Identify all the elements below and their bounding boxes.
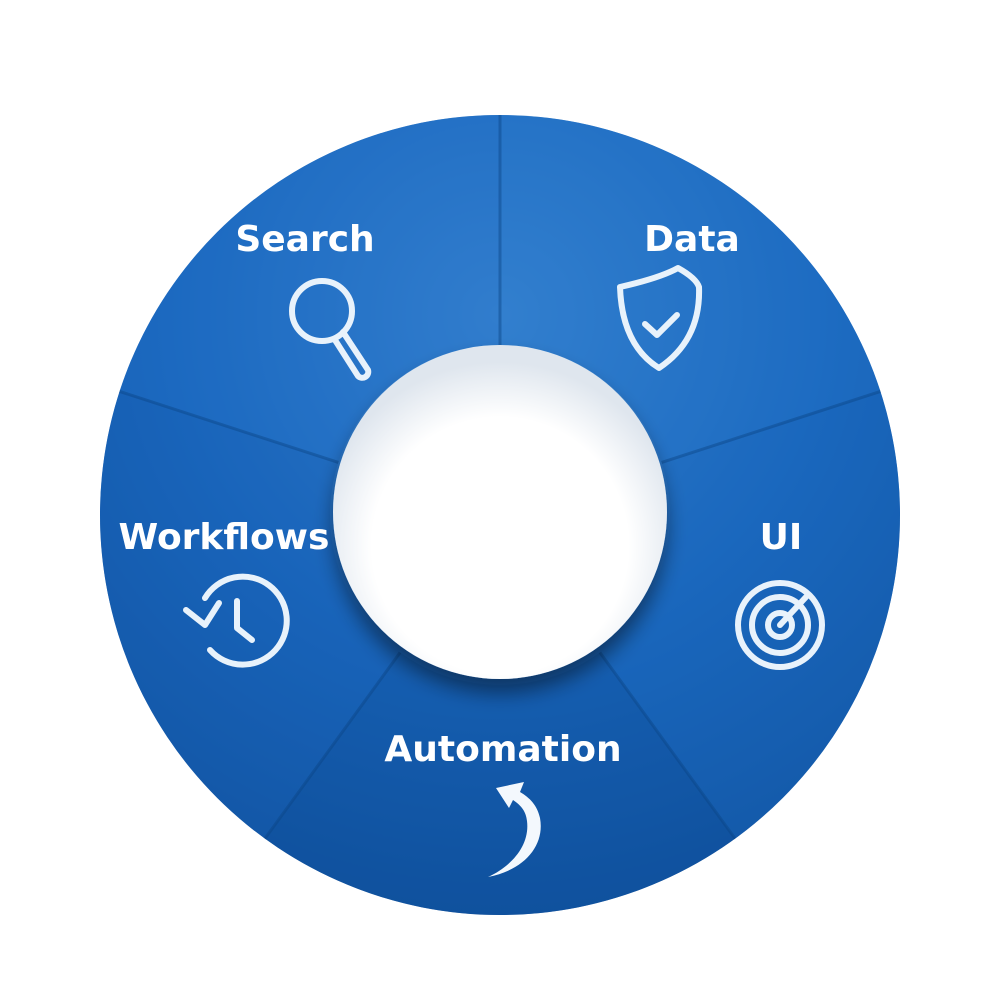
- center-hole: [333, 345, 667, 679]
- segment-label-data: Data: [644, 219, 740, 260]
- segment-label-automation: Automation: [384, 729, 621, 770]
- curved-arrow-icon: [488, 782, 541, 877]
- segment-workflows: [99, 391, 401, 839]
- separator-line: [661, 389, 881, 464]
- separator-line: [119, 389, 339, 464]
- segment-search: [119, 115, 500, 463]
- history-clock-icon: [183, 573, 290, 668]
- segment-label-workflows: Workflows: [119, 517, 330, 558]
- segment-data: [500, 115, 881, 463]
- segments-group: [99, 115, 900, 916]
- segment-label-ui: UI: [760, 517, 803, 558]
- separator-line: [263, 651, 402, 840]
- magnifier-icon: [289, 278, 372, 381]
- separator-line: [598, 651, 737, 840]
- radar-icon: [735, 580, 825, 670]
- segment-separators: [119, 115, 881, 840]
- segment-automation: [264, 652, 736, 916]
- segment-label-search: Search: [235, 219, 374, 260]
- segment-ui: [599, 391, 900, 839]
- shield-check-icon: [617, 265, 703, 371]
